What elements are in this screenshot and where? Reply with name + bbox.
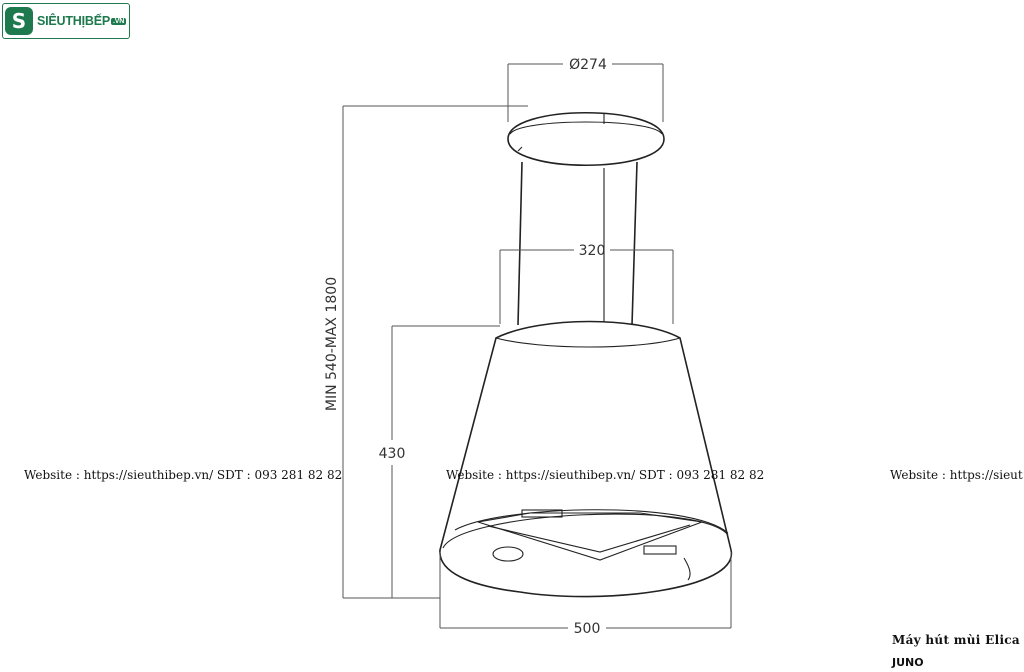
watermark-text: Website : https://sieuthibep.vn/ SDT : 0… bbox=[446, 468, 765, 482]
product-caption: Máy hút mùi Elica bbox=[892, 633, 1020, 647]
top-diameter-dimension: Ø274 bbox=[507, 57, 664, 122]
ceiling-plate bbox=[507, 111, 665, 167]
hood-height-dimension: 430 bbox=[379, 325, 500, 598]
brand-logo: S SIÊUTHỊBẾP.VN bbox=[2, 3, 130, 39]
watermark-text: Website : https://sieut bbox=[890, 468, 1023, 482]
height-range-label: MIN 540-MAX 1800 bbox=[324, 277, 340, 411]
logo-text: SIÊUTHỊBẾP bbox=[37, 14, 111, 28]
logo-icon: S bbox=[5, 7, 33, 35]
chimney-width-dimension: 320 bbox=[499, 243, 674, 324]
model-caption: JUNO bbox=[892, 656, 924, 669]
logo-tld: .VN bbox=[111, 18, 127, 26]
hood-width-label: 500 bbox=[574, 621, 601, 637]
hood-height-label: 430 bbox=[379, 446, 406, 462]
watermark-text: Website : https://sieuthibep.vn/ SDT : 0… bbox=[24, 468, 343, 482]
hood-body bbox=[439, 320, 732, 598]
hood-width-dimension: 500 bbox=[439, 552, 732, 637]
chimney-width-label: 320 bbox=[579, 243, 606, 259]
chimney bbox=[517, 161, 638, 326]
top-diameter-label: Ø274 bbox=[569, 57, 607, 73]
logo-wordmark: SIÊUTHỊBẾP.VN bbox=[37, 14, 127, 28]
